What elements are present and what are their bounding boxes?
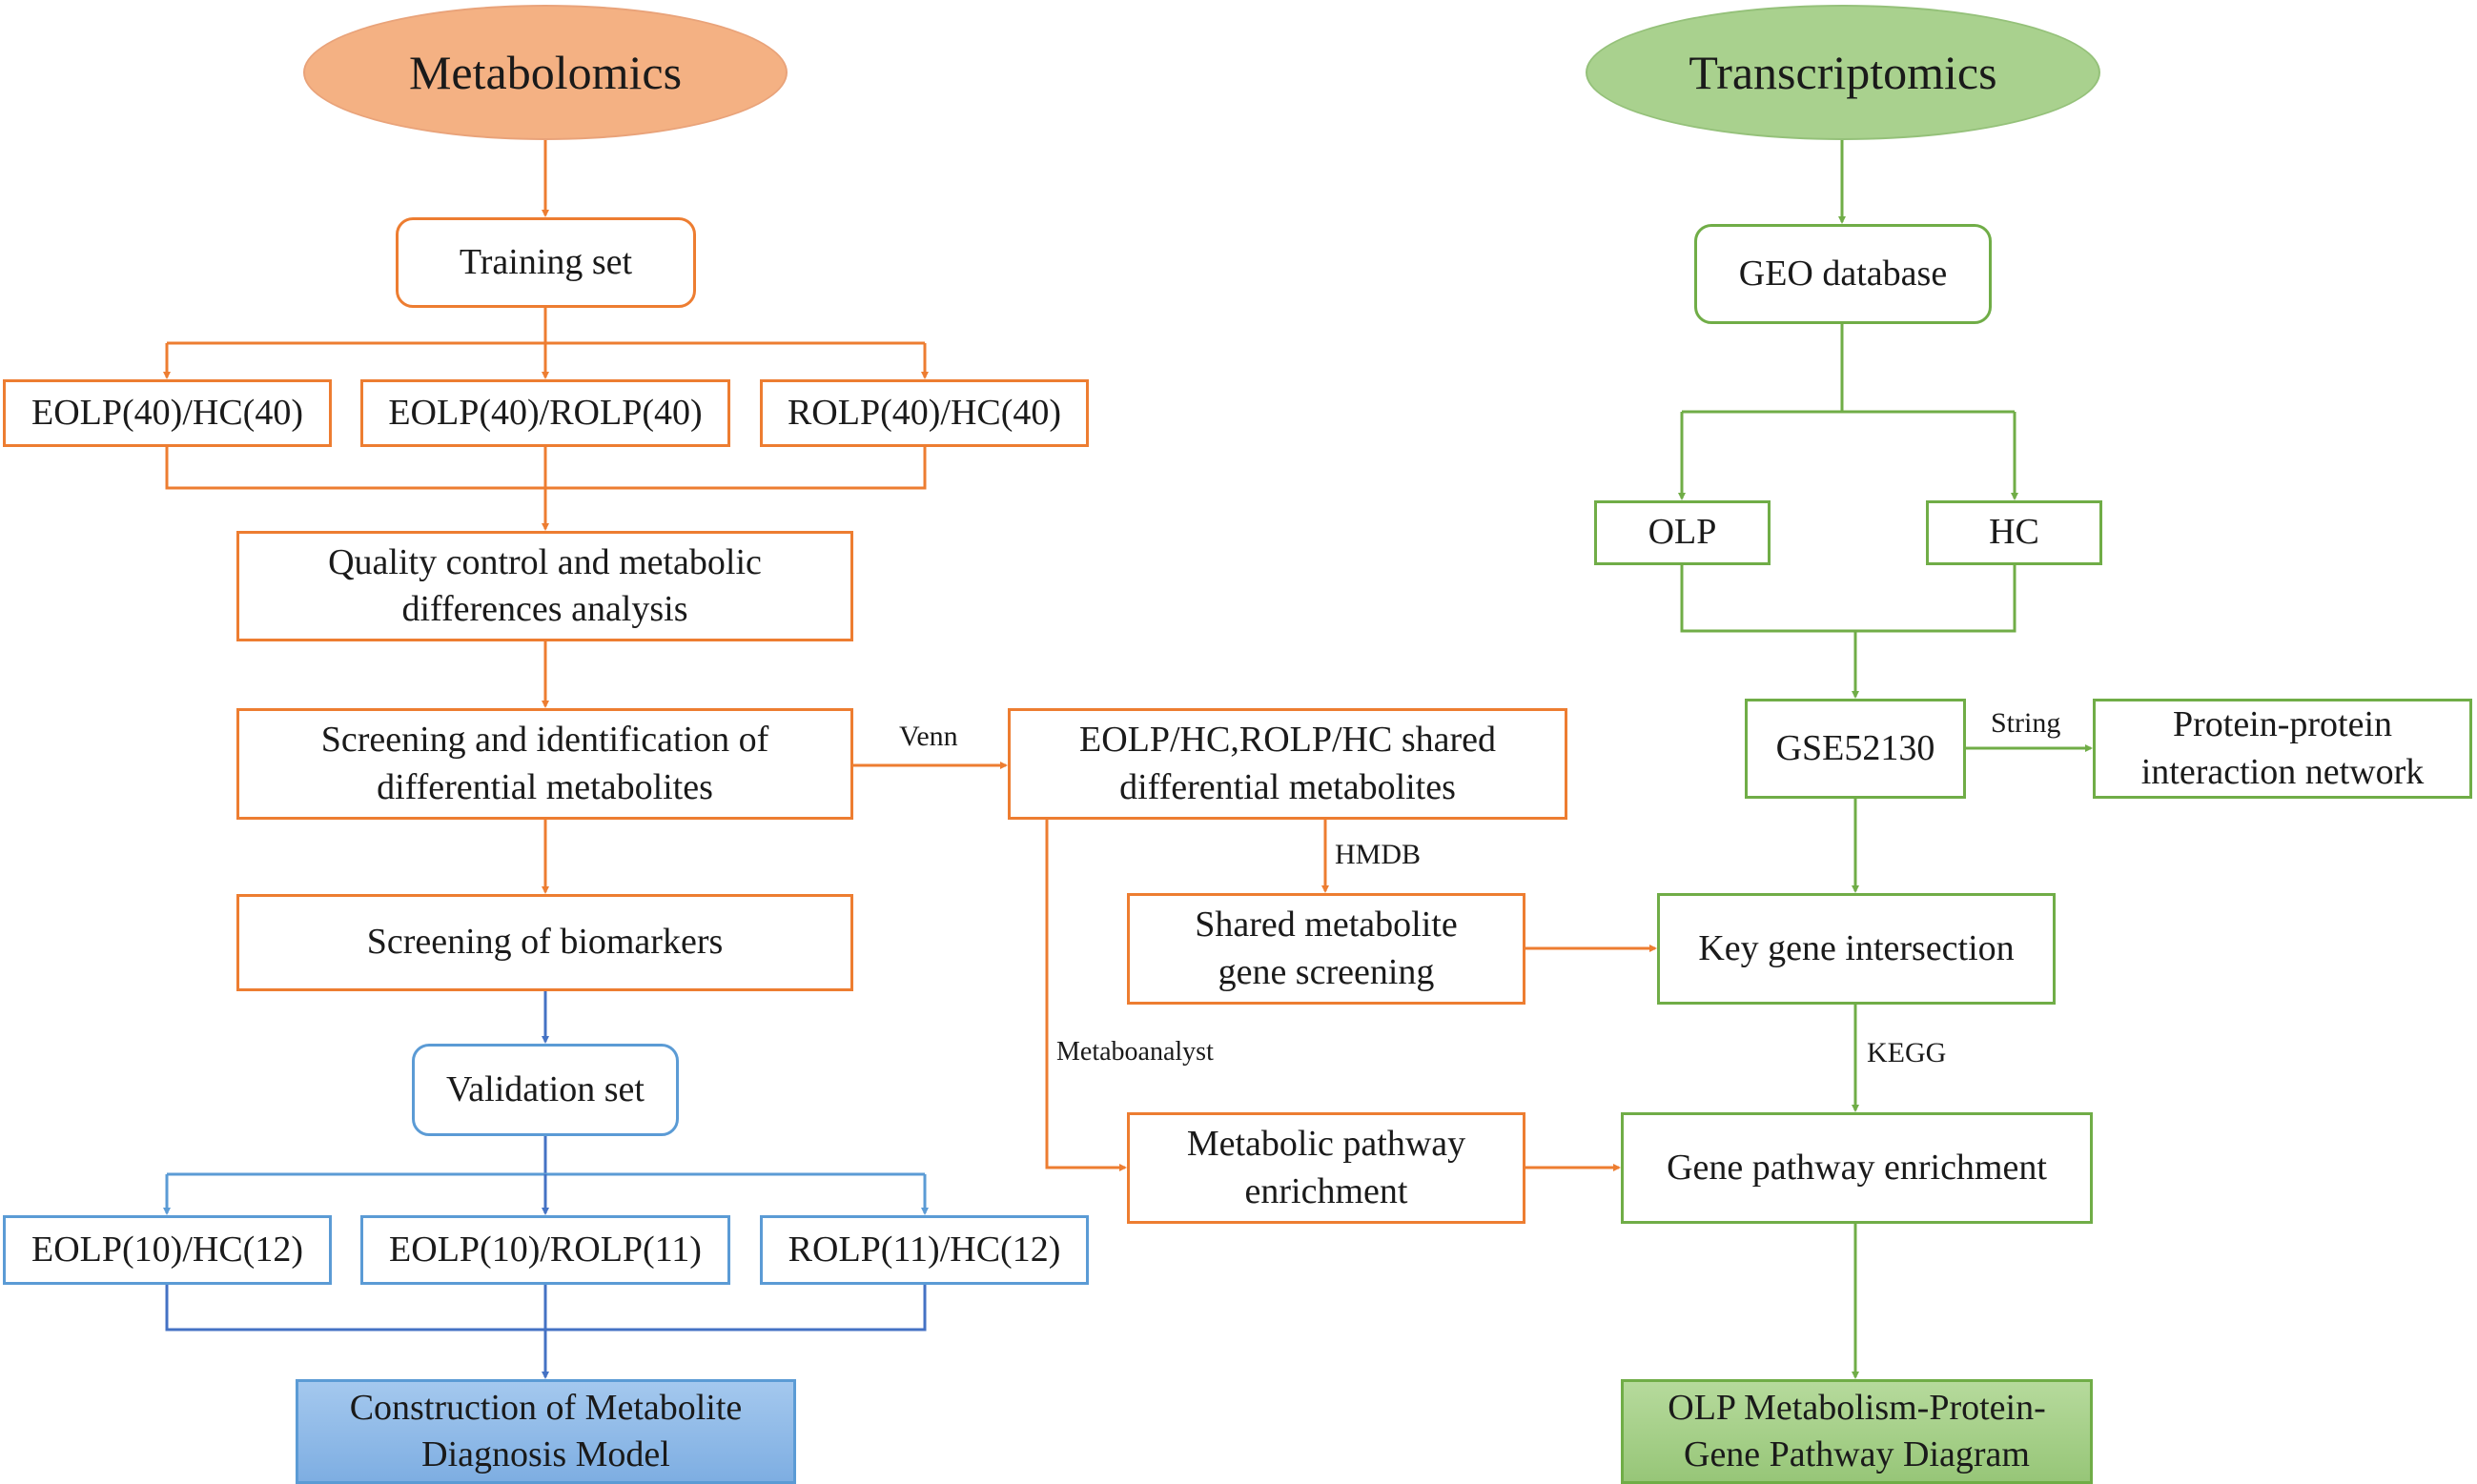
pathway-diagram-box: OLP Metabolism-Protein-Gene Pathway Diag… [1621,1379,2093,1484]
venn-label: Venn [899,721,958,752]
eolp-hc-10-box: EOLP(10)/HC(12) [3,1215,332,1285]
hc-box: HC [1926,500,2102,565]
rolp-hc-40-box: ROLP(40)/HC(40) [760,379,1089,447]
string-label: String [1991,707,2061,739]
hmdb-label: HMDB [1335,839,1422,870]
olp-box: OLP [1594,500,1771,565]
gene-pathway-box: Gene pathway enrichment [1621,1112,2093,1224]
rolp-hc-11-box: ROLP(11)/HC(12) [760,1215,1089,1285]
eolp-hc-40-box: EOLP(40)/HC(40) [3,379,332,447]
training-set-box: Training set [396,217,696,308]
key-gene-intersection-box: Key gene intersection [1657,893,2056,1005]
eolp-rolp-10-box: EOLP(10)/ROLP(11) [360,1215,730,1285]
eolp-rolp-40-box: EOLP(40)/ROLP(40) [360,379,730,447]
kegg-label: KEGG [1867,1037,1947,1068]
metaboanalyst-label: Metaboanalyst [1056,1037,1214,1067]
bracket-olp-hc-merge [1680,565,2016,633]
validation-set-box: Validation set [412,1044,679,1136]
geo-database-box: GEO database [1694,224,1992,324]
metabolomics-oval: Metabolomics [303,5,788,140]
gse52130-box: GSE52130 [1745,699,1966,799]
arrow-metaboanalyst [1045,820,1127,1171]
biomarkers-box: Screening of biomarkers [236,894,853,991]
transcriptomics-oval: Transcriptomics [1586,5,2100,140]
